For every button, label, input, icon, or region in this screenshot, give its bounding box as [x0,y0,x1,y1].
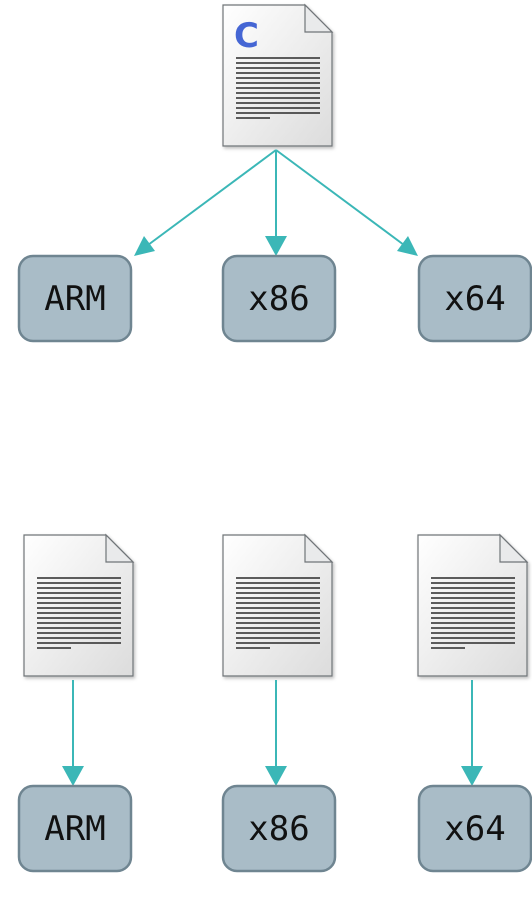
target-box-arm-bottom: ARM [17,784,133,873]
target-label: ARM [44,279,105,319]
arrow-to-x86-top [265,150,287,256]
c-letter: C [234,16,259,56]
text-lines [236,577,320,649]
target-box-x64-top: x64 [417,254,532,343]
arrow-to-arm-top [134,149,277,256]
target-box-x86-bottom: x86 [221,784,337,873]
document-file-icon [23,533,135,677]
target-box-x86-top: x86 [221,254,337,343]
text-lines [236,57,320,119]
target-label: x86 [248,809,309,849]
target-box-x64-bottom: x64 [417,784,532,873]
text-lines [37,577,121,649]
target-label: x64 [444,809,505,849]
c-source-file-icon: C [222,3,334,147]
target-label: ARM [44,809,105,849]
arrow-to-x86-bottom [265,680,287,786]
target-box-arm-top: ARM [17,254,133,343]
target-label: x64 [444,279,505,319]
arrow-to-x64-top [275,149,418,256]
target-label: x86 [248,279,309,319]
text-lines [431,577,515,649]
top-section: C [17,3,532,343]
arrow-to-arm-bottom [62,680,84,786]
arrow-to-x64-bottom [461,680,483,786]
bottom-section: ARM x86 x64 [17,533,532,873]
document-file-icon [222,533,334,677]
document-file-icon [417,533,529,677]
